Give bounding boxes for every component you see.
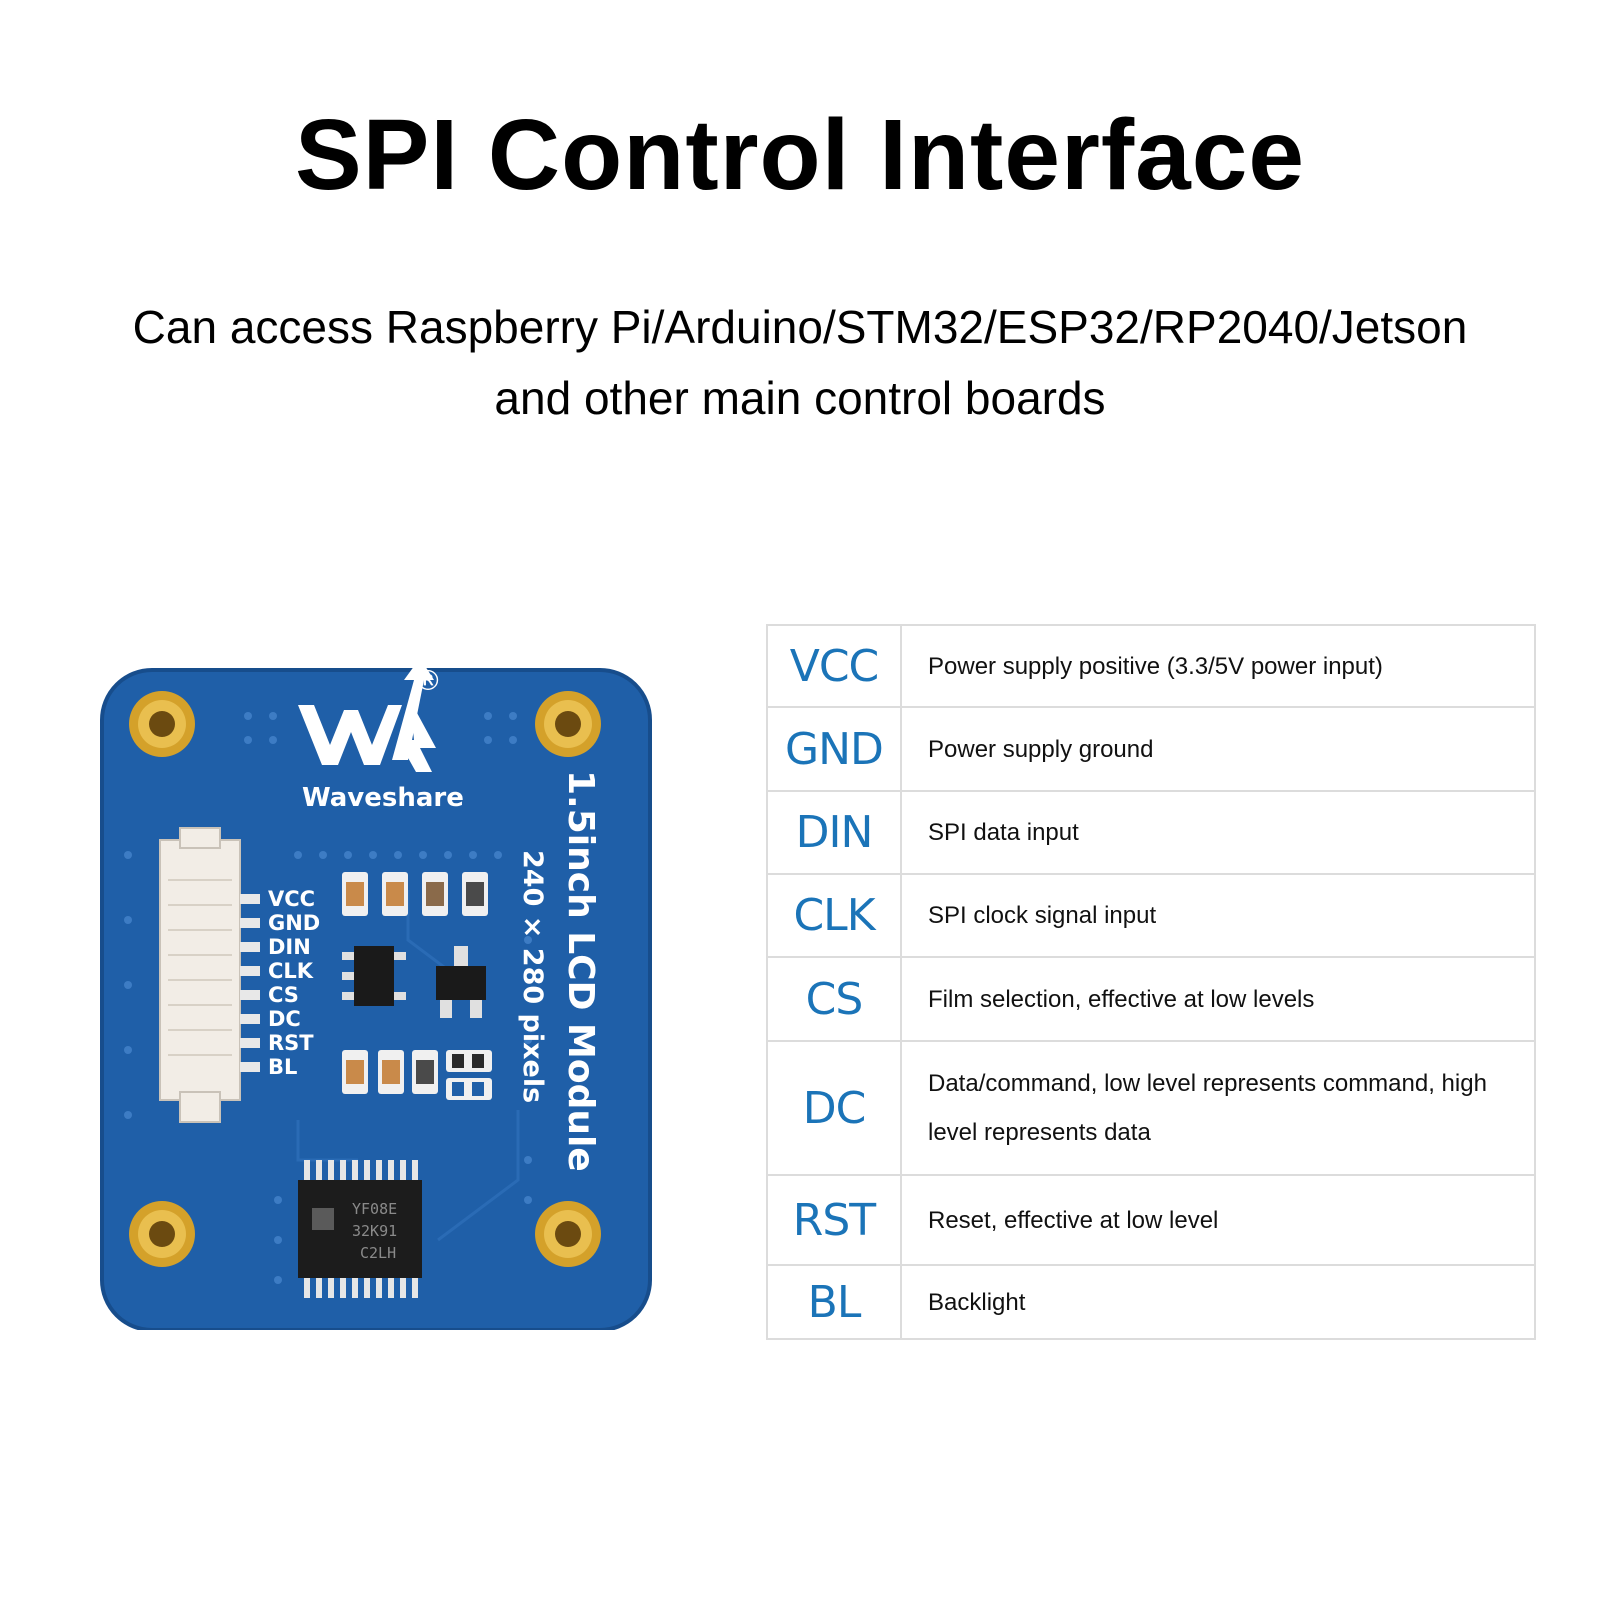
pin-name-cell: BL: [766, 1264, 902, 1340]
silk-label-cs: CS: [268, 983, 299, 1007]
mount-hole-top-right: [535, 691, 601, 757]
pcb-edge: [100, 668, 652, 1330]
pin-desc-cell: Film selection, effective at low levels: [900, 956, 1536, 1042]
board-illustration: ® Waveshare: [100, 658, 652, 1330]
pin-name-cell: GND: [766, 706, 902, 792]
mount-hole-top-left: [129, 691, 195, 757]
ti-logo-icon: [312, 1208, 334, 1230]
pin-desc-cell: Backlight: [900, 1264, 1536, 1340]
pin-desc-cell: Data/command, low level represents comma…: [900, 1040, 1536, 1176]
silk-label-bl: BL: [268, 1055, 297, 1079]
silk-label-clk: CLK: [268, 959, 314, 983]
table-row: RST Reset, effective at low level: [766, 1174, 1536, 1266]
driver-ic-chip: YF08E 32K91 C2LH: [298, 1160, 422, 1298]
table-row: GND Power supply ground: [766, 706, 1536, 792]
pin-description-table: VCC Power supply positive (3.3/5V power …: [766, 624, 1536, 1340]
silk-label-dc: DC: [268, 1007, 301, 1031]
pin-desc-cell: SPI data input: [900, 790, 1536, 875]
silk-label-vcc: VCC: [268, 887, 315, 911]
pin-name-cell: CS: [766, 956, 902, 1042]
smd-capacitors-top: [342, 872, 488, 916]
table-row: DIN SPI data input: [766, 790, 1536, 875]
silk-label-rst: RST: [268, 1031, 314, 1055]
pin-connector: [159, 827, 260, 1123]
page-subtitle: Can access Raspberry Pi/Arduino/STM32/ES…: [60, 292, 1540, 434]
subtitle-line-2: and other main control boards: [494, 372, 1106, 424]
ldo-regulator-chip: [342, 946, 406, 1006]
module-name-label: 1.5inch LCD Module: [560, 770, 601, 1172]
brand-label: Waveshare: [302, 783, 464, 813]
pin-name-cell: CLK: [766, 873, 902, 958]
table-row: DC Data/command, low level represents co…: [766, 1040, 1536, 1176]
pin-name-cell: DIN: [766, 790, 902, 875]
chip-marking-2: 32K91: [352, 1222, 397, 1240]
table-row: CS Film selection, effective at low leve…: [766, 956, 1536, 1042]
silkscreen-pin-labels: VCC GND DIN CLK CS DC RST BL: [268, 887, 320, 1079]
subtitle-line-1: Can access Raspberry Pi/Arduino/STM32/ES…: [132, 301, 1468, 353]
pin-desc-cell: Power supply ground: [900, 706, 1536, 792]
pin-name-cell: DC: [766, 1040, 902, 1176]
table-row: VCC Power supply positive (3.3/5V power …: [766, 624, 1536, 708]
silk-label-gnd: GND: [268, 911, 320, 935]
transistor-chip: [436, 946, 486, 1018]
chip-marking-3: C2LH: [360, 1244, 396, 1262]
lcd-module-board: ® Waveshare: [98, 640, 658, 1330]
pin-name-cell: RST: [766, 1174, 902, 1266]
mount-hole-bottom-right: [535, 1201, 601, 1267]
waveshare-logo-icon: [298, 658, 436, 772]
page-title: SPI Control Interface: [294, 99, 1306, 211]
table-row: CLK SPI clock signal input: [766, 873, 1536, 958]
silk-label-din: DIN: [268, 935, 311, 959]
smd-capacitors-bottom: [342, 1050, 492, 1100]
mount-hole-bottom-left: [129, 1201, 195, 1267]
pin-desc-cell: SPI clock signal input: [900, 873, 1536, 958]
chip-marking-1: YF08E: [352, 1200, 397, 1218]
pin-desc-cell: Reset, effective at low level: [900, 1174, 1536, 1266]
via-dots: [124, 712, 532, 1284]
pin-desc-cell: Power supply positive (3.3/5V power inpu…: [900, 624, 1536, 708]
registered-mark: ®: [414, 664, 442, 697]
pin-name-cell: VCC: [766, 624, 902, 708]
resolution-label: 240 × 280 pixels: [517, 850, 548, 1103]
table-row: BL Backlight: [766, 1264, 1536, 1340]
